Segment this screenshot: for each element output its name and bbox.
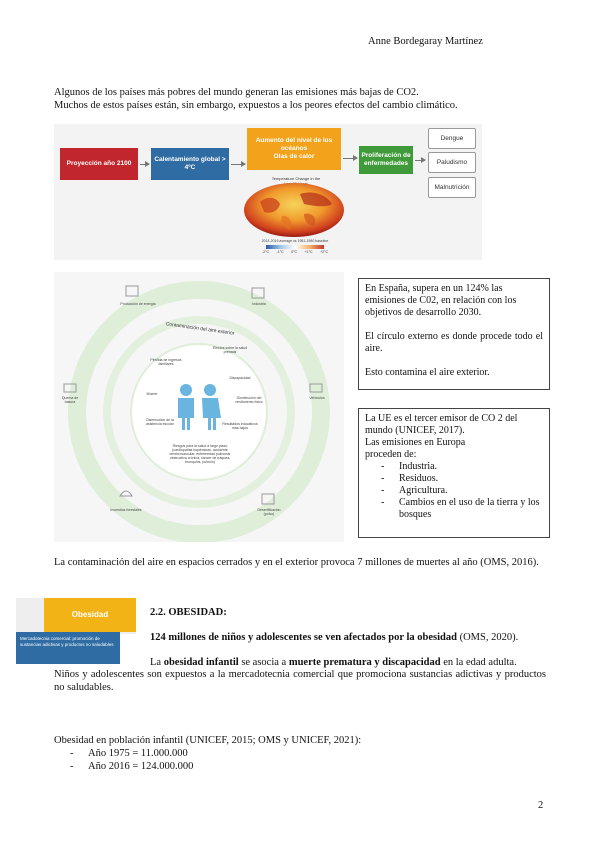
bold-text: 124 millones de niños y adolescentes se … [150,632,457,643]
bold-text: muerte prematura y discapacidad [288,657,441,668]
marketing-box: Mercadotecnia comercial: promoción de su… [16,632,120,664]
text: La [150,657,164,668]
pollution-rings [63,281,330,542]
inner-label: Resultados educativos más bajos [222,422,258,430]
spain-emissions-box: En España, supera en un 124% las emision… [358,278,550,390]
outer-label: Industria [252,302,266,306]
list-item: Cambios en el uso de la tierra y los bos… [381,497,543,521]
inner-label: Riesgos para la salud a largo plazo (car… [169,444,231,464]
air-pollution-circle-figure: Contaminación del aire exterior Producci… [54,272,344,542]
list-item: Residuos. [381,473,543,485]
flow-box-ocean-heat: Aumento del nivel de los océanos Olas de… [247,128,341,170]
flow-box-heatwaves: Olas de calor [273,153,315,160]
outer-label: Quema de basura [61,396,79,404]
scale-label: +1°C [304,250,313,254]
climate-flow-figure: Proyección año 2100 Calentamiento global… [54,124,482,260]
bold-text: obesidad infantil [163,657,239,668]
list-item: Agricultura. [381,485,543,497]
scale-label: 0°C [291,250,298,254]
spain-box-p2: El círculo externo es donde procede todo… [365,331,543,354]
obesity-figure: Obesidad Mercadotecnia comercial: promoc… [16,598,136,664]
spain-box-p3: Esto contamina el aire exterior. [365,367,490,378]
outcome-dengue: Dengue [428,128,476,149]
temperature-scale-labels: -2°C -1°C 0°C +1°C +2°C [262,250,328,254]
scale-label: +2°C [320,250,328,254]
text: se asocia a [238,657,289,668]
flow-box-projection: Proyección año 2100 [60,148,138,180]
inner-label: Disminución del rendimiento físico [235,396,263,404]
spain-box-p1: En España, supera en un 124% las emision… [365,283,517,318]
obesity-years-list: Año 1975 = 11.000.000 Año 2016 = 124.000… [54,747,361,773]
outer-label: Producción de energía [120,302,156,306]
scale-label: -1°C [276,250,284,254]
inner-label: Discapacidad [229,376,251,380]
eu-box-p2: Las emisiones en Europa proceden de: [365,437,466,460]
marketing-paragraph: Niños y adolescentes son expuestos a la … [54,669,546,693]
air-pollution-text: La contaminación del aire en espacios ce… [54,557,539,568]
outcome-malnutrition: Malnutrición [428,177,476,198]
list-item: Año 2016 = 124.000.000 [70,760,361,773]
world-temperature-map [244,183,344,237]
obesity-section: 2.2. OBESIDAD: 124 millones de niños y a… [150,606,550,669]
header-author: Anne Bordegaray Martínez [368,36,483,47]
text: en la edad adulta. [440,657,517,668]
obesity-list: Obesidad en población infantil (UNICEF, … [54,734,361,773]
page-number: 2 [538,800,544,811]
inner-label: Pérdida de ingresos familiares [150,358,182,366]
text: (OMS, 2020). [456,632,519,643]
map-caption: 2014-2019 average vs 1951-1980 baseline [261,239,329,243]
flow-box-ocean: Aumento del nivel de los océanos [255,137,333,152]
section-line-2: La obesidad infantil se asocia a muerte … [150,656,550,669]
eu-sources-list: Industria. Residuos. Agricultura. Cambio… [365,461,543,521]
intro-line-2: Muchos de estos países están, sin embarg… [54,100,458,111]
flow-box-warming: Calentamiento global > 4ºC [151,148,229,180]
intro-text: Algunos de los países más pobres del mun… [54,86,554,112]
eu-box-p1: La UE es el tercer emisor de CO 2 del mu… [365,413,518,436]
outer-label: Desertificación (polvo) [257,508,281,516]
section-line-1: 124 millones de niños y adolescentes se … [150,631,550,644]
obesity-title-box: Obesidad [44,598,136,632]
section-heading: 2.2. OBESIDAD: [150,607,227,618]
inner-label: Efectos sobre la salud prenatal [212,346,248,354]
temperature-scale-bar [266,245,324,249]
flow-box-disease: Proliferación de enfermedades [359,146,413,174]
inner-label: Muerte [146,392,158,396]
outer-label: Incendios forestales [110,508,142,512]
intro-line-1: Algunos de los países más pobres del mun… [54,87,419,98]
flow-arrow [231,161,246,167]
flow-arrow [140,161,150,167]
flow-arrow [343,155,358,161]
scale-label: -2°C [262,250,270,254]
flow-arrow [415,157,426,163]
inner-label: Disminución de la asistencia escolar [146,418,174,426]
eu-emissions-box: La UE es el tercer emisor de CO 2 del mu… [358,408,550,538]
outer-label: Vehículos [309,396,325,400]
outcome-malaria: Paludismo [428,152,476,173]
list-item: Año 1975 = 11.000.000 [70,747,361,760]
obesity-list-title: Obesidad en población infantil (UNICEF, … [54,735,362,746]
list-item: Industria. [381,461,543,473]
